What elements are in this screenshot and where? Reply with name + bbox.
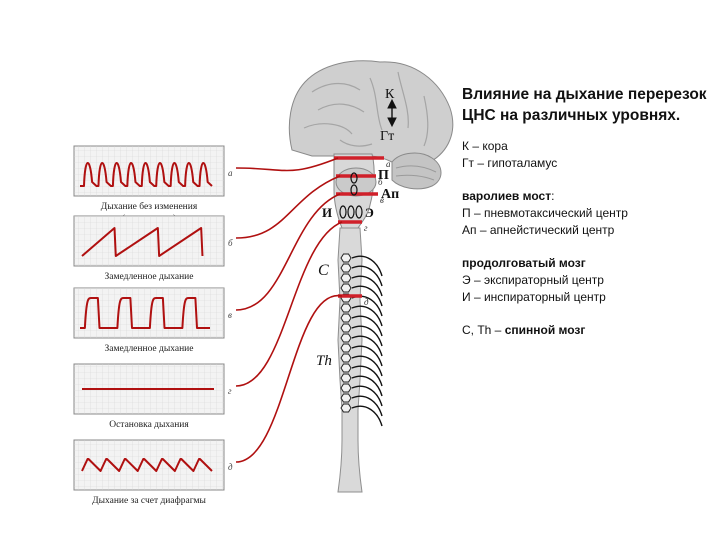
- nerve-root-left: [341, 404, 351, 412]
- nerve-root-left: [341, 334, 351, 342]
- panel-caption: Замедленное дыхание: [105, 272, 194, 282]
- nerve-root-left: [341, 314, 351, 322]
- cut-letter: д: [364, 297, 369, 307]
- panel-caption: Дыхание за счет диафрагмы: [92, 495, 206, 506]
- nerve-root-left: [341, 374, 351, 382]
- legend-k: К – кора: [462, 138, 712, 155]
- breathing-panel: Замедленное дыхание б: [74, 216, 233, 282]
- spine-prefix: С, Th –: [462, 323, 505, 337]
- legend: Влияние на дыхание перерезок ЦНС на разл…: [462, 84, 712, 339]
- nerve-root-left: [341, 324, 351, 332]
- panel-caption: Остановка дыхания: [109, 420, 189, 430]
- breathing-panel: Дыхание без изменения(нормальное)а: [74, 146, 233, 224]
- nerve-root-left: [341, 264, 351, 272]
- spinal-cord: [338, 228, 382, 492]
- panel-caption: Замедленное дыхание: [105, 344, 194, 354]
- breathing-panel: Дыхание за счет диафрагмы д: [74, 440, 233, 506]
- label-c: С: [318, 262, 329, 279]
- panel-cut-letter: а: [228, 168, 233, 178]
- nerve-root-left: [341, 254, 351, 262]
- cut-letter: г: [364, 223, 368, 233]
- nerve-root-left: [341, 384, 351, 392]
- panel-cut-letter: в: [228, 310, 232, 320]
- label-th: Th: [316, 353, 332, 369]
- nerve-root-left: [341, 274, 351, 282]
- panel-cut-letter: г: [228, 386, 232, 396]
- breathing-panel: Остановка дыхания г: [74, 364, 232, 430]
- panel-cut-letter: д: [228, 462, 233, 472]
- breathing-panels: Дыхание без изменения(нормальное)аЗамедл…: [74, 146, 233, 506]
- connector-line: [236, 158, 338, 171]
- legend-gt: Гт – гипоталамус: [462, 155, 712, 172]
- panel-cut-letter: б: [228, 238, 233, 248]
- pons-colon: :: [551, 189, 554, 203]
- nerve-root-left: [341, 394, 351, 402]
- legend-pons-heading: варолиев мост:: [462, 188, 712, 205]
- nerve-root-left: [341, 304, 351, 312]
- legend-spine: С, Th – спинной мозг: [462, 322, 712, 339]
- label-gt: Гт: [380, 129, 394, 144]
- panel-grid: [74, 288, 224, 338]
- brain-illustration: [289, 61, 452, 228]
- cerebrum: [289, 61, 452, 167]
- label-i: И: [322, 205, 332, 220]
- nerve-root-left: [341, 284, 351, 292]
- nerve-root-left: [341, 364, 351, 372]
- label-ap: Ап: [381, 187, 399, 202]
- legend-ap: Ап – апнейстический центр: [462, 222, 712, 239]
- nerve-root-left: [341, 344, 351, 352]
- panel-caption: Дыхание без изменения: [101, 201, 198, 212]
- nerve-root-left: [341, 354, 351, 362]
- legend-p: П – пневмотаксический центр: [462, 205, 712, 222]
- pons-heading-text: варолиев мост: [462, 189, 551, 203]
- diagram-title: Влияние на дыхание перерезок ЦНС на разл…: [462, 84, 712, 126]
- breathing-panel: Замедленное дыхание в: [74, 288, 232, 354]
- legend-medulla-heading: продолговатый мозг: [462, 255, 712, 272]
- label-k: К: [385, 87, 395, 102]
- legend-i: И – инспираторный центр: [462, 289, 712, 306]
- label-p: П: [378, 168, 389, 183]
- connector-lines: [236, 158, 342, 462]
- spine-label: спинной мозг: [505, 323, 586, 337]
- connector-line: [236, 296, 342, 462]
- label-e: Э: [365, 205, 374, 220]
- legend-e: Э – экспираторный центр: [462, 272, 712, 289]
